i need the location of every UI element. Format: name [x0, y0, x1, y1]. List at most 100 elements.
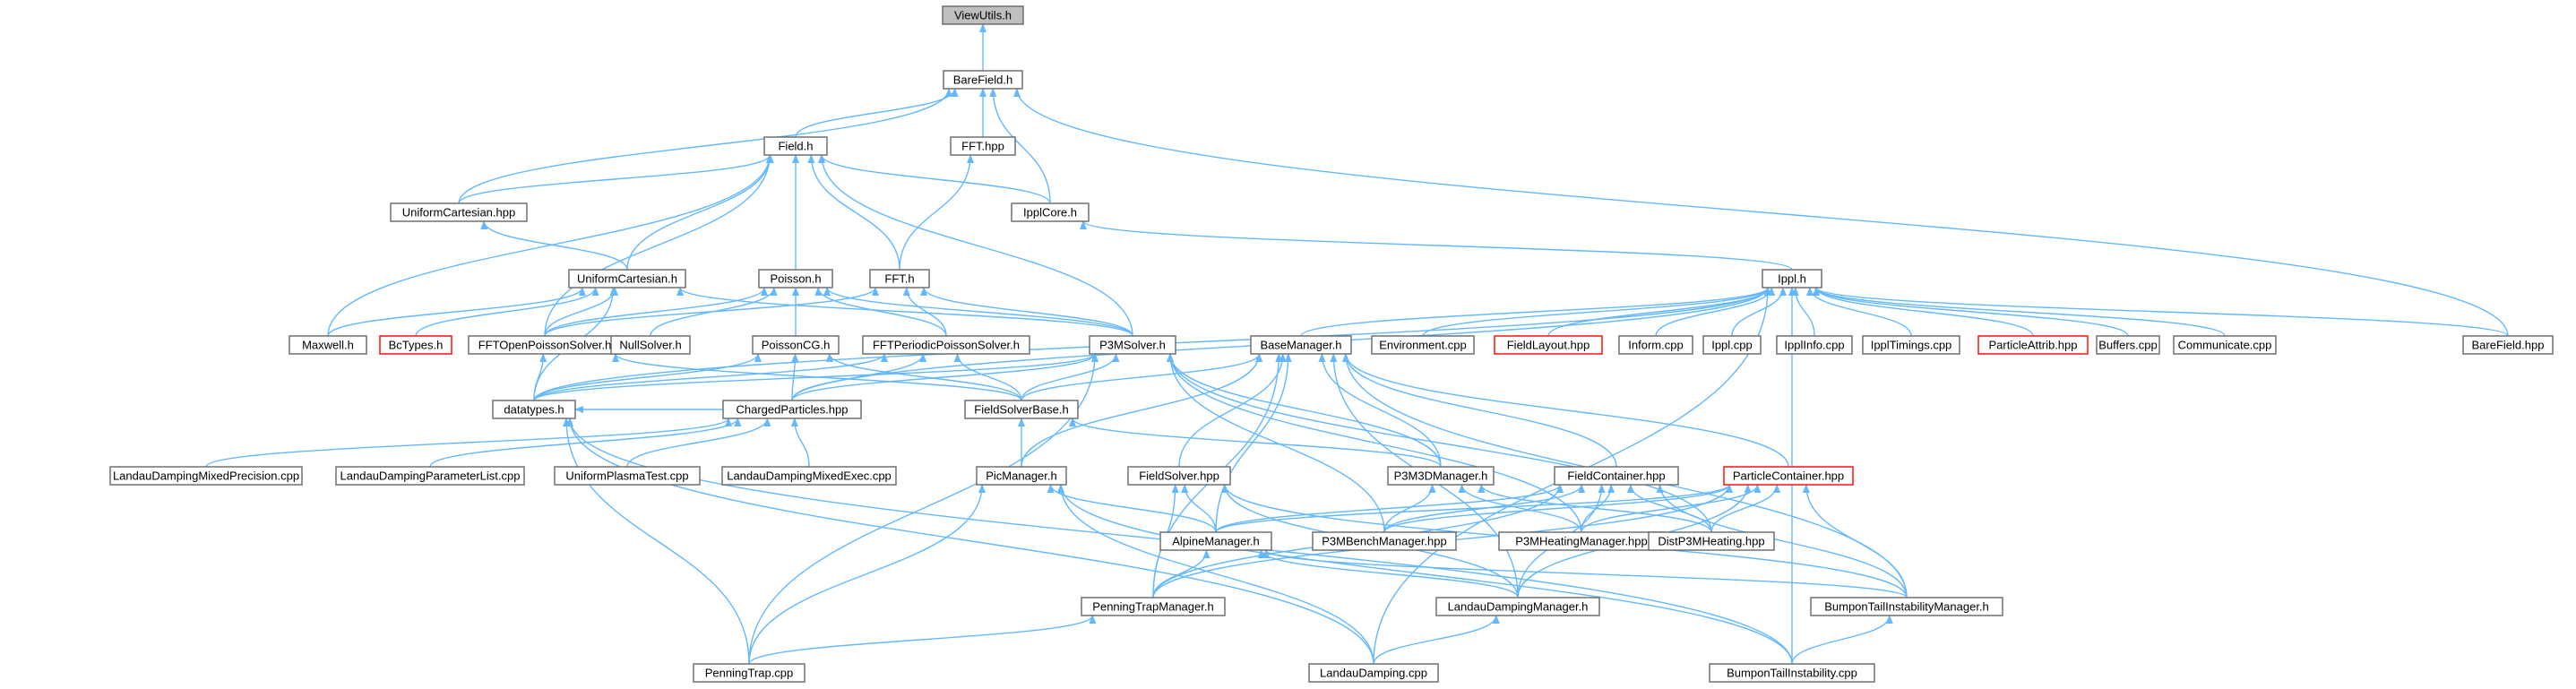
edge-P3M3DManager-to-FieldSolverBase	[1069, 418, 1442, 468]
edge-datatypes-to-PoissonCG	[533, 353, 762, 401]
node-FFTOpen[interactable]: FFTOpenPoissonSolver.h	[468, 335, 622, 355]
edge-AlpineManager-to-BaseManager	[1215, 353, 1292, 533]
node-ViewUtils[interactable]: ViewUtils.h	[942, 5, 1024, 25]
node-box	[1723, 466, 1854, 486]
node-box	[1308, 663, 1439, 683]
node-Buffers[interactable]: Buffers.cpp	[2096, 335, 2160, 355]
node-UniformCartesianhpp[interactable]: UniformCartesian.hpp	[390, 202, 528, 222]
node-label: LandauDampingMixedPrecision.cpp	[113, 469, 299, 483]
node-Ipplcpp[interactable]: Ippl.cpp	[1702, 335, 1762, 355]
edge-FFTOpen-to-FFTh	[544, 287, 879, 337]
node-LDManager[interactable]: LandauDampingManager.h	[1435, 597, 1600, 616]
node-label: UniformCartesian.h	[577, 272, 677, 286]
node-box	[1702, 335, 1762, 355]
edge-BTIManager-to-ParticleContainer	[1802, 484, 1908, 599]
node-AlpineManager[interactable]: AlpineManager.h	[1159, 531, 1272, 551]
node-IpplCore[interactable]: IpplCore.h	[1011, 202, 1090, 222]
node-box	[492, 400, 576, 419]
node-LDMixedExec[interactable]: LandauDampingMixedExec.cpp	[721, 466, 897, 486]
node-FFTPeriodic[interactable]: FFTPeriodicPoissonSolver.h	[862, 335, 1030, 355]
edge-ChargedParticles-to-P3MSolver	[791, 353, 1098, 401]
node-P3MSolver[interactable]: P3MSolver.h	[1089, 335, 1176, 355]
node-Inform[interactable]: Inform.cpp	[1618, 335, 1693, 355]
node-FFThpp[interactable]: FFT.hpp	[950, 136, 1016, 156]
node-label: UniformPlasmaTest.cpp	[565, 469, 688, 483]
node-PoissonCG[interactable]: PoissonCG.h	[752, 335, 840, 355]
edge-FFTOpen-to-Poisson	[544, 287, 768, 337]
node-box	[1371, 335, 1475, 355]
node-IpplTimings[interactable]: IpplTimings.cpp	[1862, 335, 1960, 355]
node-label: P3MHeatingManager.hpp	[1515, 535, 1647, 548]
edge-BTIManager-to-FieldContainer	[1656, 484, 1908, 599]
node-UniformCartesian[interactable]: UniformCartesian.h	[568, 269, 686, 289]
edge-Maxwell-to-UniformCartesian	[327, 287, 586, 337]
node-box	[2462, 335, 2554, 355]
node-Field[interactable]: Field.h	[763, 136, 828, 156]
node-FieldContainer[interactable]: FieldContainer.hpp	[1554, 466, 1679, 486]
node-ParticleAttrib[interactable]: ParticleAttrib.hpp	[1977, 335, 2089, 355]
node-UniformPlasma[interactable]: UniformPlasmaTest.cpp	[554, 466, 701, 486]
node-PicManager[interactable]: PicManager.h	[976, 466, 1067, 486]
node-box	[379, 335, 452, 355]
node-DistP3M[interactable]: DistP3MHeating.hpp	[1648, 531, 1775, 551]
node-label: ViewUtils.h	[954, 9, 1012, 22]
node-LDParamList[interactable]: LandauDampingParameterList.cpp	[335, 466, 525, 486]
node-ParticleContainer[interactable]: ParticleContainer.hpp	[1723, 466, 1854, 486]
node-ChargedParticles[interactable]: ChargedParticles.hpp	[722, 400, 862, 419]
node-FieldSolverhpp[interactable]: FieldSolver.hpp	[1127, 466, 1231, 486]
node-box	[335, 466, 525, 486]
node-P3M3DManager[interactable]: P3M3DManager.h	[1387, 466, 1495, 486]
edge-FieldContainer-to-BaseManager	[1342, 353, 1617, 468]
node-FieldSolverBase[interactable]: FieldSolverBase.h	[964, 400, 1079, 419]
node-label: IpplInfo.cpp	[1784, 339, 1844, 352]
node-BTIManager[interactable]: BumponTailInstabilityManager.h	[1810, 597, 2003, 616]
node-FieldLayout[interactable]: FieldLayout.hpp	[1494, 335, 1603, 355]
node-P3MBench[interactable]: P3MBenchManager.hpp	[1312, 531, 1457, 551]
node-box	[289, 335, 367, 355]
node-label: PenningTrap.cpp	[705, 667, 794, 680]
node-box	[1810, 597, 2003, 616]
node-BaseManager[interactable]: BaseManager.h	[1250, 335, 1352, 355]
node-label: LandauDampingManager.h	[1448, 600, 1589, 614]
node-box	[1127, 466, 1231, 486]
edge-FFTPeriodic-to-FFTh	[902, 287, 947, 337]
node-label: UniformCartesian.hpp	[402, 206, 515, 220]
edge-BTIcpp-to-PicManager	[1057, 484, 1793, 665]
node-BcTypes[interactable]: BcTypes.h	[379, 335, 452, 355]
node-label: datatypes.h	[504, 403, 564, 417]
node-Environment[interactable]: Environment.cpp	[1371, 335, 1475, 355]
node-box	[1435, 597, 1600, 616]
node-label: AlpineManager.h	[1172, 535, 1260, 548]
edge-Communicate-to-Ippl	[1813, 287, 2226, 337]
node-BareField_h[interactable]: BareField.h	[943, 70, 1023, 90]
node-label: LandauDampingParameterList.cpp	[340, 469, 521, 483]
node-BareFieldhpp[interactable]: BareField.hpp	[2462, 335, 2554, 355]
node-PenningTrapcpp[interactable]: PenningTrap.cpp	[693, 663, 806, 683]
edge-IpplCore-to-Field	[818, 154, 1051, 204]
node-FFTh[interactable]: FFT.h	[869, 269, 930, 289]
edge-P3MBench-to-ParticleContainer	[1383, 484, 1733, 533]
node-Maxwell[interactable]: Maxwell.h	[289, 335, 367, 355]
edge-ParticleContainer-to-BaseManager	[1342, 353, 1789, 468]
node-box	[1250, 335, 1352, 355]
node-P3MHeating[interactable]: P3MHeatingManager.hpp	[1498, 531, 1665, 551]
node-LandauDampingcpp[interactable]: LandauDamping.cpp	[1308, 663, 1439, 683]
node-Ippl[interactable]: Ippl.h	[1762, 269, 1822, 289]
node-NullSolver[interactable]: NullSolver.h	[610, 335, 691, 355]
node-label: FFT.hpp	[961, 140, 1004, 153]
node-PenningTrapManager[interactable]: PenningTrapManager.h	[1081, 597, 1226, 616]
node-label: BareField.hpp	[2472, 339, 2545, 352]
node-IpplInfo[interactable]: IpplInfo.cpp	[1776, 335, 1853, 355]
node-box	[942, 5, 1024, 25]
node-label: NullSolver.h	[619, 339, 681, 352]
node-Poisson[interactable]: Poisson.h	[758, 269, 833, 289]
node-datatypes[interactable]: datatypes.h	[492, 400, 576, 419]
node-BTIcpp[interactable]: BumponTailInstability.cpp	[1709, 663, 1875, 683]
edge-P3M3DManager-to-BaseManager	[1318, 353, 1442, 468]
edge-P3MSolver-to-UniformCartesian	[676, 287, 1133, 337]
node-label: Ippl.cpp	[1711, 339, 1753, 352]
node-label: ChargedParticles.hpp	[736, 403, 848, 417]
node-LDMixedPrec[interactable]: LandauDampingMixedPrecision.cpp	[109, 466, 303, 486]
node-Communicate[interactable]: Communicate.cpp	[2173, 335, 2277, 355]
node-box	[568, 269, 686, 289]
